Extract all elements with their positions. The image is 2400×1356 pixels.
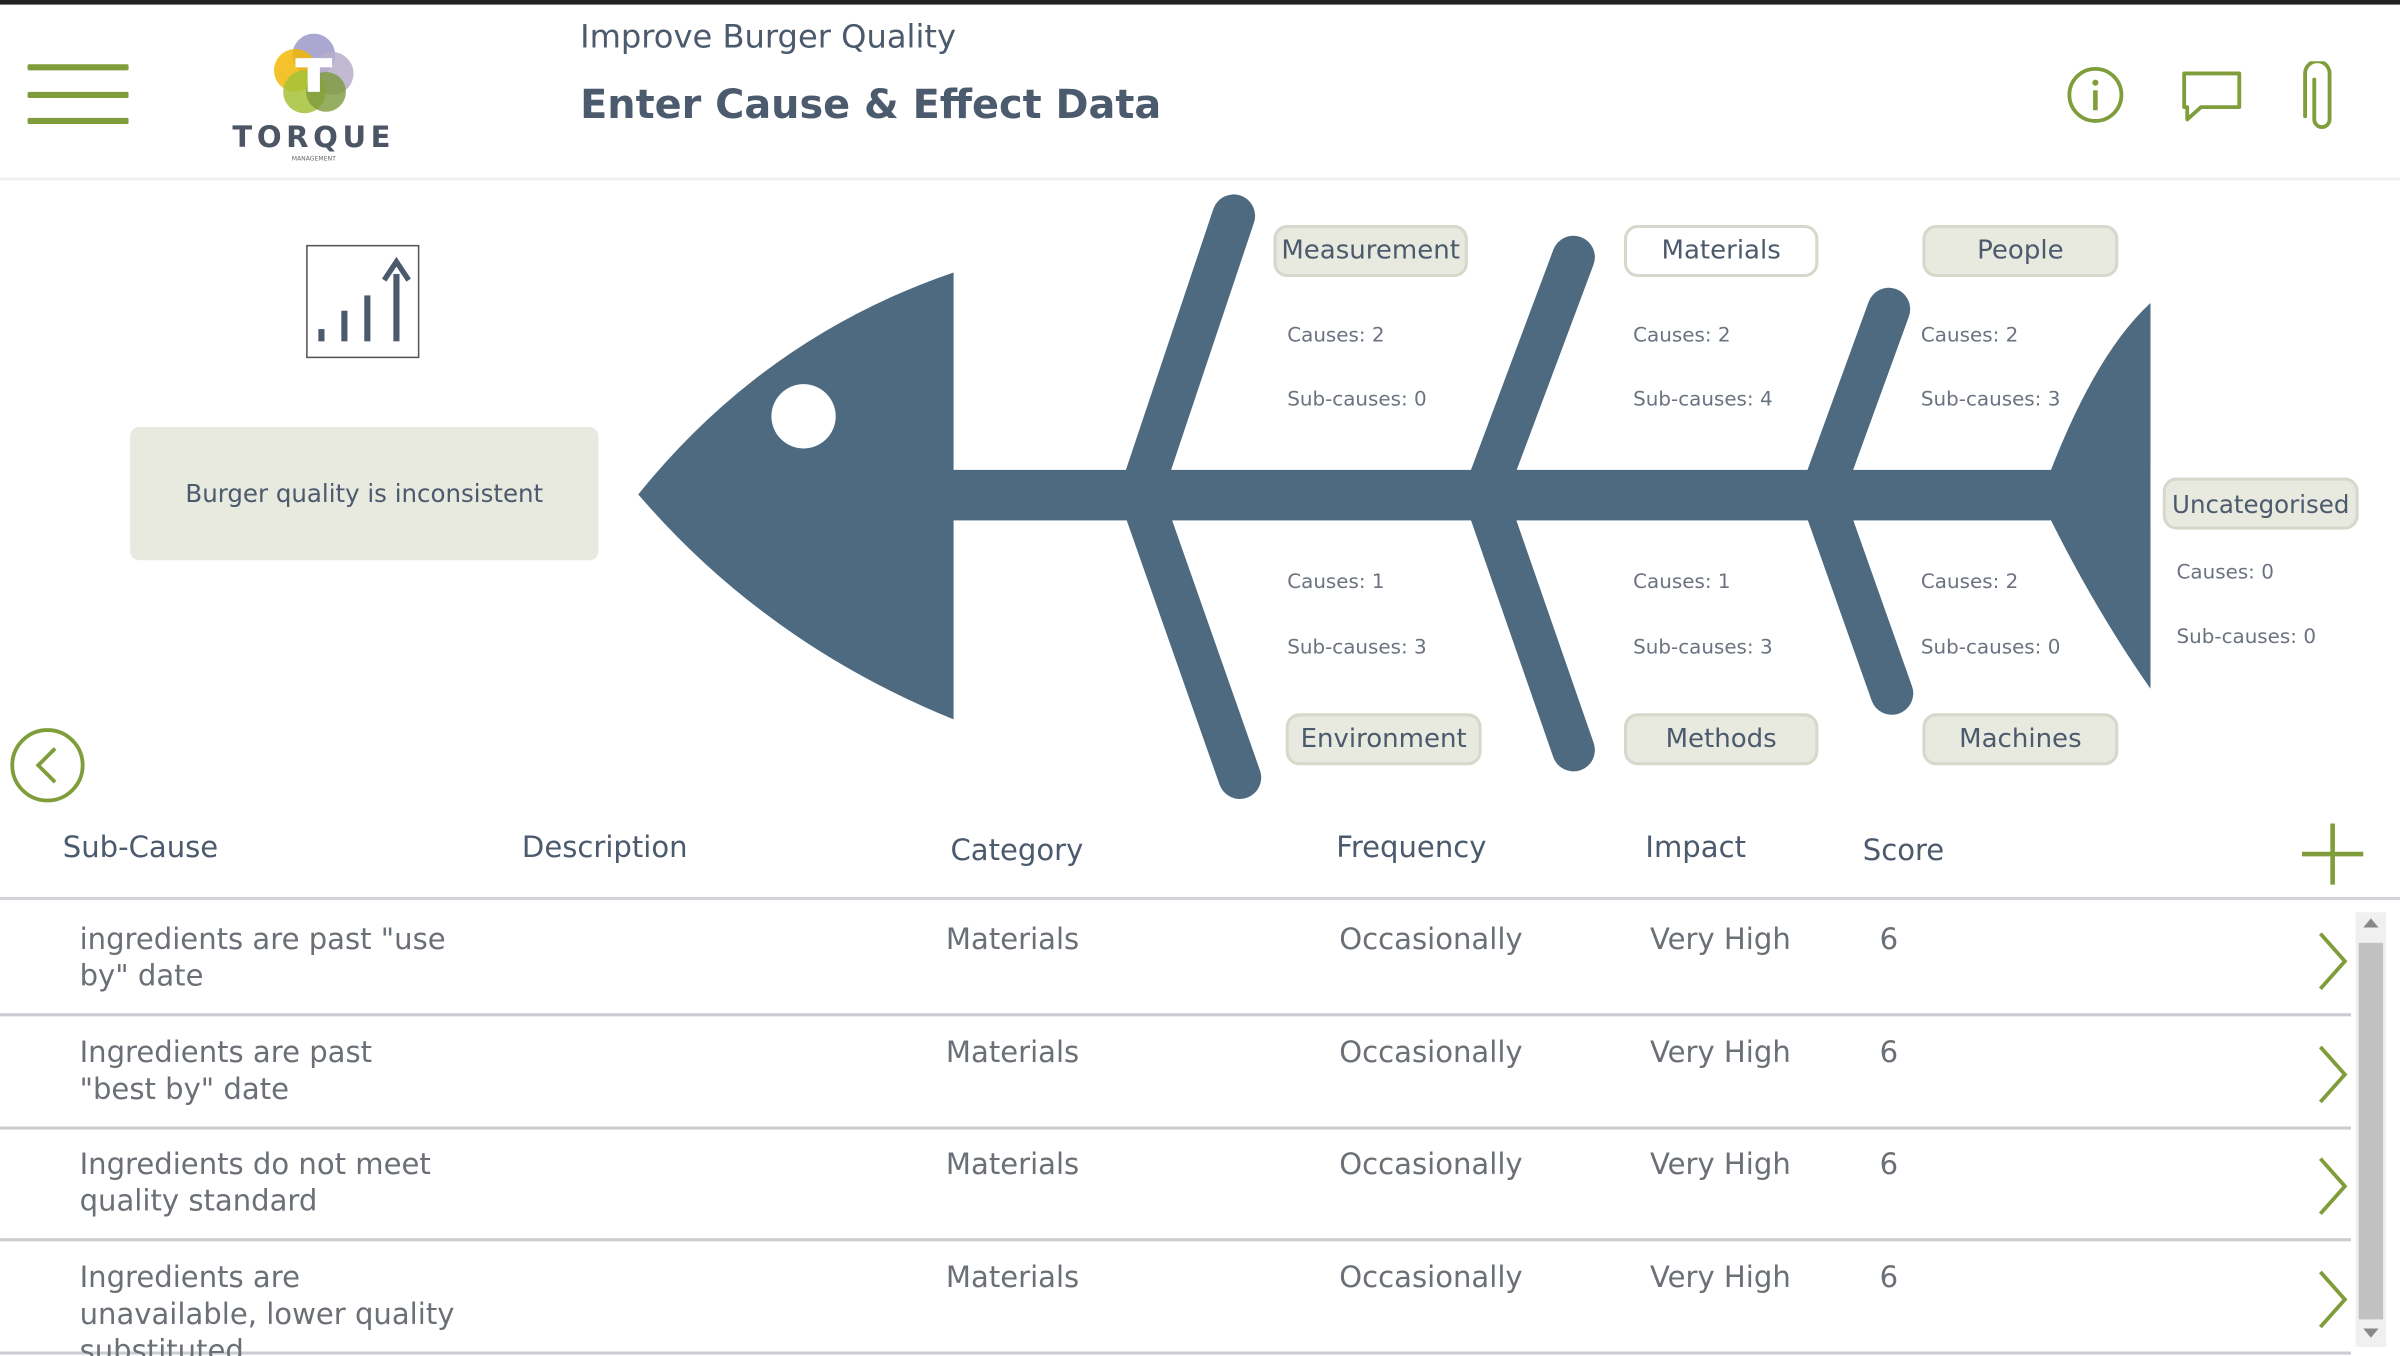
chevron-left-circle-icon <box>10 728 85 803</box>
score-cell: 6 <box>1879 1147 1899 1182</box>
bone-environment <box>1118 472 1262 799</box>
score-cell: 6 <box>1879 922 1899 957</box>
sub-cause-cell: ingredients are past "use by" date <box>79 922 446 994</box>
sub-cause-cell: Ingredients do not meet quality standard <box>79 1147 431 1219</box>
causes-count: Causes: 1 <box>1633 570 1731 594</box>
row-detail-button[interactable] <box>2314 1265 2351 1338</box>
bone-people <box>1799 287 1911 516</box>
info-icon <box>2067 66 2124 123</box>
fish-eye <box>771 384 836 449</box>
column-header-impact[interactable]: Impact <box>1645 831 1746 865</box>
impact-cell: Very High <box>1649 922 1791 957</box>
bone-measurement <box>1118 194 1256 516</box>
table-row[interactable]: ingredients are past "use by" date Materi… <box>0 900 2352 1017</box>
header-divider <box>0 177 2400 181</box>
menu-button[interactable] <box>21 55 137 132</box>
category-methods[interactable]: Methods <box>1623 713 1819 766</box>
sub-causes-count: Sub-causes: 0 <box>2176 626 2316 649</box>
fishbone-diagram <box>638 194 2151 799</box>
table-row[interactable]: Ingredients do not meet quality standard… <box>0 1125 2352 1242</box>
chevron-right-icon <box>2318 1044 2348 1103</box>
window-top-border <box>0 0 2400 5</box>
impact-cell: Very High <box>1649 1260 1791 1295</box>
category-cell: Materials <box>945 1147 1080 1182</box>
column-header-sub-cause[interactable]: Sub-Cause <box>62 831 219 865</box>
sub-causes-count: Sub-causes: 3 <box>1287 636 1427 660</box>
chevron-right-icon <box>2318 932 2348 991</box>
sub-causes-count: Sub-causes: 3 <box>1920 388 2061 412</box>
scrollbar-thumb[interactable] <box>2358 942 2384 1320</box>
bone-materials <box>1463 235 1595 516</box>
score-cell: 6 <box>1879 1035 1899 1070</box>
bone-machines <box>1799 472 1914 715</box>
frequency-cell: Occasionally <box>1339 1260 1523 1295</box>
row-detail-button[interactable] <box>2314 1153 2351 1226</box>
sub-causes-count: Sub-causes: 3 <box>1633 636 1773 660</box>
info-button[interactable] <box>2065 64 2126 131</box>
effect-statement[interactable]: Burger quality is inconsistent <box>130 427 599 561</box>
sub-causes-count: Sub-causes: 0 <box>1920 636 2061 660</box>
frequency-cell: Occasionally <box>1339 1147 1523 1182</box>
causes-count: Causes: 0 <box>2176 561 2274 585</box>
category-people[interactable]: People <box>1922 224 2119 278</box>
column-header-category[interactable]: Category <box>950 834 1084 868</box>
scrollbar[interactable] <box>2355 912 2387 1347</box>
bar-chart-icon <box>318 256 411 342</box>
chart-view-button[interactable] <box>306 244 420 359</box>
causes-count: Causes: 2 <box>1920 570 2019 594</box>
plus-icon <box>2302 823 2364 885</box>
category-materials[interactable]: Materials <box>1623 224 1819 278</box>
logo-subtext: MANAGEMENT <box>292 156 336 163</box>
column-header-score[interactable]: Score <box>1862 834 1945 868</box>
comment-icon <box>2182 71 2242 122</box>
category-cell: Materials <box>945 922 1080 957</box>
chevron-right-icon <box>2318 1269 2348 1328</box>
project-title: Improve Burger Quality <box>580 18 957 56</box>
add-sub-cause-button[interactable] <box>2299 820 2366 893</box>
impact-cell: Very High <box>1649 1147 1791 1182</box>
category-machines[interactable]: Machines <box>1922 713 2119 766</box>
frequency-cell: Occasionally <box>1339 922 1523 957</box>
table-row[interactable]: Ingredients are unavailable, lower quali… <box>0 1237 2352 1356</box>
category-cell: Materials <box>945 1035 1080 1070</box>
row-detail-button[interactable] <box>2314 928 2351 1001</box>
column-header-description[interactable]: Description <box>521 831 688 865</box>
page-title: Enter Cause & Effect Data <box>580 82 1162 129</box>
table-header-divider <box>0 896 2400 900</box>
attachments-button[interactable] <box>2302 59 2342 144</box>
back-button[interactable] <box>9 727 89 813</box>
row-detail-button[interactable] <box>2314 1040 2351 1113</box>
sub-cause-cell: Ingredients are past "best by" date <box>79 1035 373 1106</box>
chevron-right-icon <box>2318 1157 2348 1216</box>
sub-causes-count: Sub-causes: 0 <box>1287 388 1427 412</box>
comments-button[interactable] <box>2180 67 2244 131</box>
logo-text: TORQUE <box>232 120 395 154</box>
bone-methods <box>1463 472 1595 772</box>
category-cell: Materials <box>945 1260 1080 1295</box>
table-row[interactable]: Ingredients are past "best by" date Mater… <box>0 1012 2352 1129</box>
causes-count: Causes: 2 <box>1287 324 1385 348</box>
scroll-down-arrow[interactable] <box>2363 1328 2379 1338</box>
causes-count: Causes: 2 <box>1633 324 1731 348</box>
causes-count: Causes: 2 <box>1920 324 2019 348</box>
fish-tail <box>2051 303 2151 689</box>
category-measurement[interactable]: Measurement <box>1273 224 1468 278</box>
scroll-up-arrow[interactable] <box>2363 918 2379 928</box>
causes-count: Causes: 1 <box>1287 570 1385 594</box>
sub-cause-cell: Ingredients are unavailable, lower quali… <box>79 1260 455 1356</box>
frequency-cell: Occasionally <box>1339 1035 1523 1070</box>
score-cell: 6 <box>1879 1260 1899 1295</box>
fish-head <box>638 272 954 720</box>
sub-causes-count: Sub-causes: 4 <box>1633 388 1773 412</box>
logo: TORQUE MANAGEMENT <box>222 18 406 165</box>
category-uncategorised[interactable]: Uncategorised <box>2162 477 2359 530</box>
column-header-frequency[interactable]: Frequency <box>1336 831 1487 865</box>
paperclip-icon <box>2303 59 2332 129</box>
category-environment[interactable]: Environment <box>1285 713 1482 766</box>
impact-cell: Very High <box>1649 1035 1791 1070</box>
